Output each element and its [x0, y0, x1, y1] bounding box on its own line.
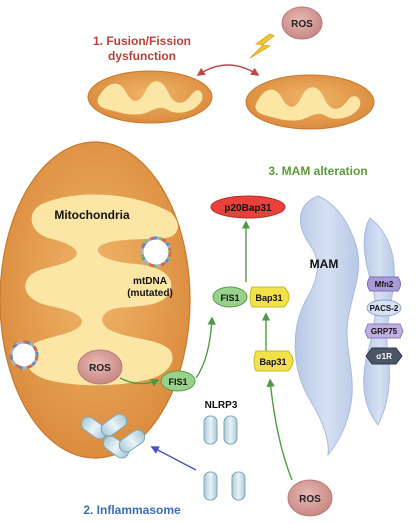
fis1-mito: FIS1 [160, 370, 196, 392]
mam-protein-label: PACS-2 [370, 304, 399, 313]
fis1-mito-to-mam-arrow [195, 316, 216, 379]
lightning-bolt-icon [249, 33, 275, 59]
mam-label: MAM [310, 257, 339, 271]
mitochondrion-cristae [24, 194, 178, 386]
ros-to-fis1-arrow [119, 377, 160, 387]
mam-protein-label: Mfn2 [375, 280, 394, 289]
nlrp3-to-mito-arrow [150, 446, 197, 471]
ros-top: ROS [281, 6, 323, 40]
bap31-lower: Bap31 [253, 350, 294, 372]
mitochondria-label: Mitochondria [54, 208, 130, 222]
mitochondrion-large [0, 141, 191, 459]
mitochondrion-small-right [245, 74, 375, 130]
nlrp3-label: NLRP3 [205, 400, 238, 411]
mam-protein-mfn2: Mfn2 [367, 276, 401, 292]
mam-protein-label: GRP75 [371, 327, 398, 336]
fis1-mito-label: FIS1 [168, 377, 187, 387]
bap31-upper: Bap31 [249, 286, 290, 308]
bap31-lower-label: Bap31 [259, 357, 286, 367]
p20bap31: p20Bap31 [210, 195, 286, 219]
ros-top-label: ROS [291, 19, 313, 30]
ros-bottom: ROS [287, 479, 333, 517]
fusion-fission-arrow [196, 64, 260, 76]
mam-membrane [294, 195, 395, 457]
ros-bottom-label: ROS [299, 494, 321, 505]
section1-title: 1. Fusion/Fission [93, 34, 191, 48]
nlrp3-complex [203, 415, 246, 501]
inflammasome-on-mitochondria [80, 413, 146, 459]
fis1-mam: FIS1 [212, 286, 248, 308]
p20bap31-label: p20Bap31 [224, 203, 272, 214]
mam-protein-pacs2: PACS-2 [366, 299, 402, 317]
mam-protein-sigma1r: σ1R [365, 347, 403, 365]
mam-protein-label: σ1R [376, 352, 392, 361]
section1-title-line2: dysfunction [108, 49, 176, 63]
mitochondrion-small-left [87, 70, 213, 124]
section2-title: 2. Inflammasome [83, 503, 181, 517]
fis1-mam-label: FIS1 [220, 293, 239, 303]
mtdna-circle-icon-2 [9, 340, 39, 370]
mam-protein-grp75: GRP75 [364, 323, 404, 339]
mtdna-circle-icon [140, 236, 172, 268]
mam-protein-list: Mfn2 PACS-2 GRP75 σ1R [364, 276, 404, 365]
bap31-upper-label: Bap31 [255, 293, 282, 303]
ros-inside-label: ROS [89, 363, 111, 374]
mtdna-label: mtDNA [133, 276, 167, 287]
section3-title: 3. MAM alteration [268, 164, 367, 178]
ros-inside: ROS [77, 349, 123, 385]
mtdna-mutated-label: (mutated) [127, 288, 173, 299]
ros-to-bap31-arrow [266, 378, 293, 481]
